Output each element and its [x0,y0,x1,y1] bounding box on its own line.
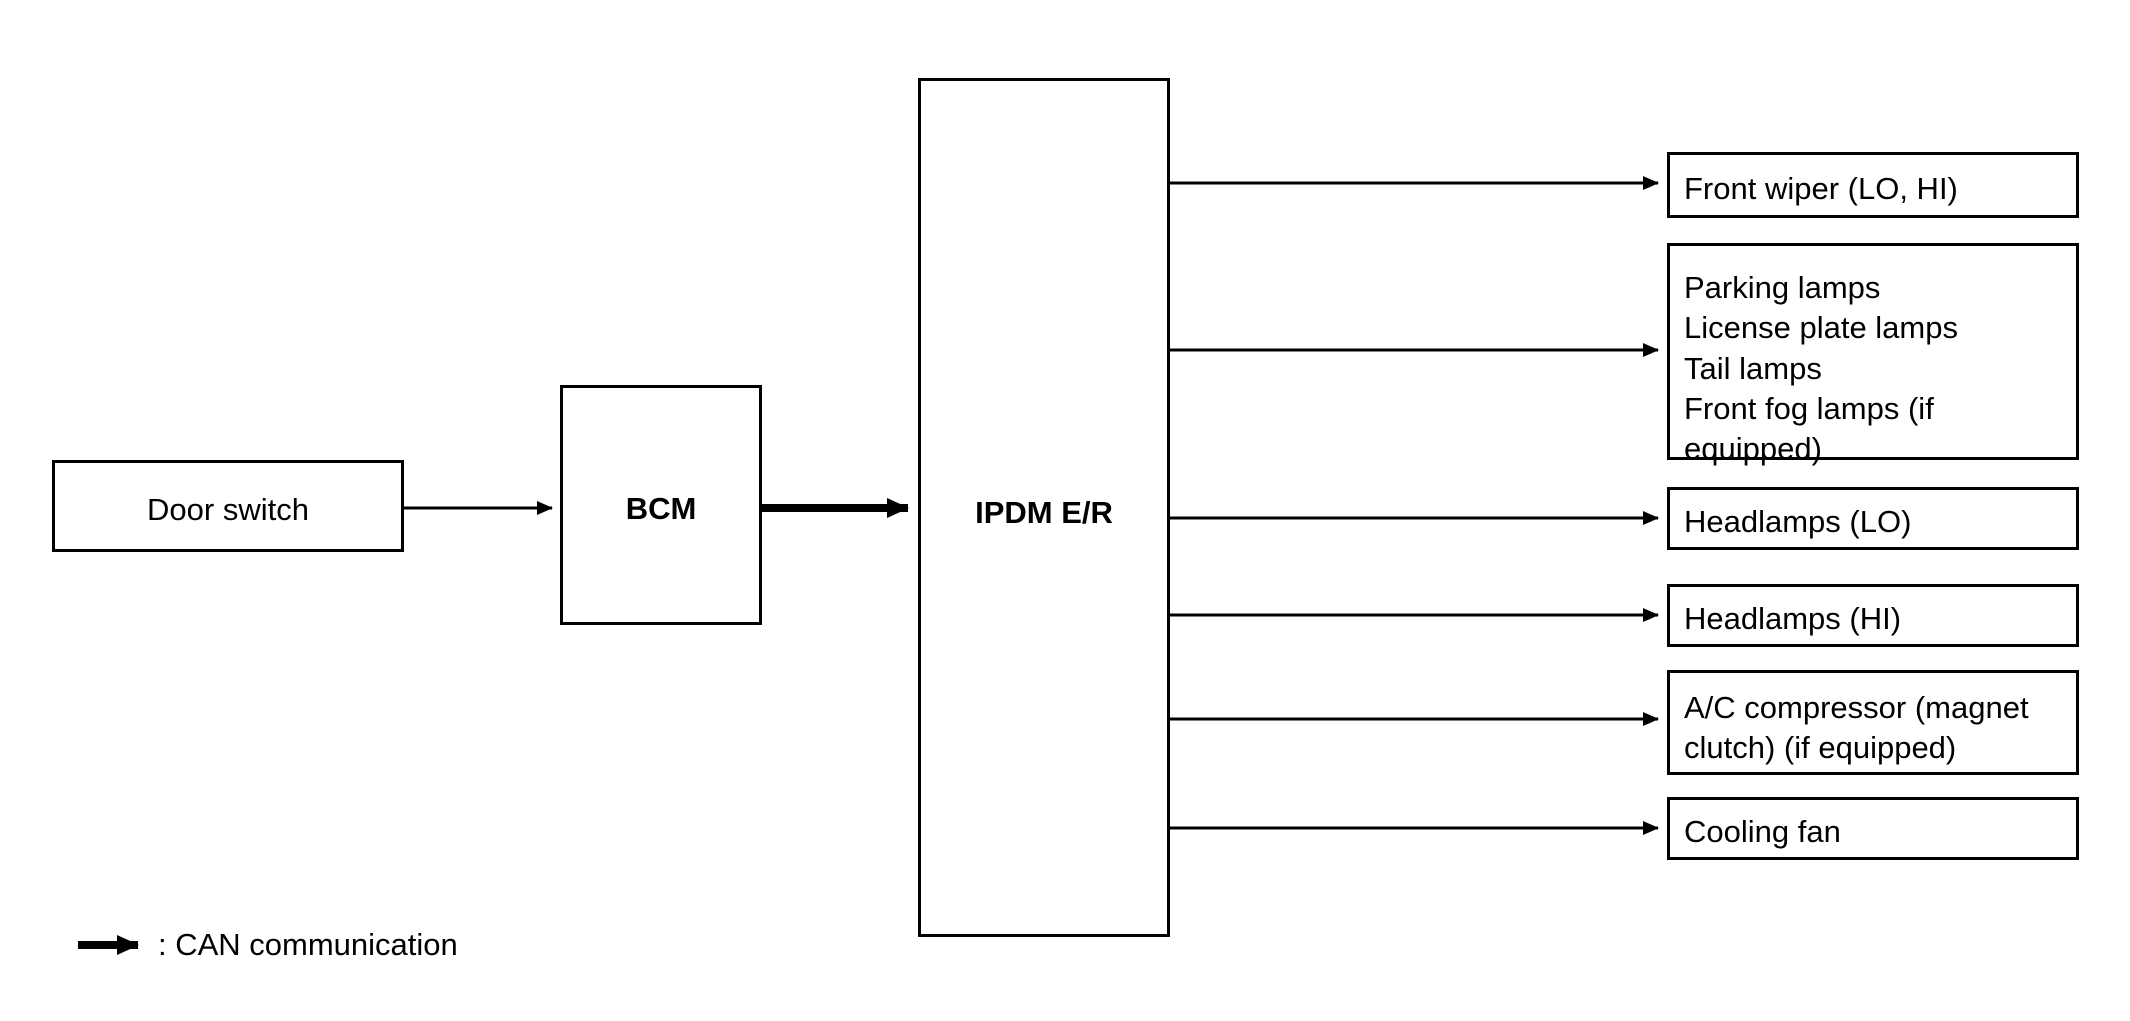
node-cooling-fan-label: Cooling fan [1684,814,1841,849]
node-cooling-fan[interactable]: Cooling fan [1667,797,2079,860]
node-headlamps-hi-label: Headlamps (HI) [1684,601,1902,636]
node-bcm-label: BCM [625,491,697,526]
node-ipdm-er[interactable]: IPDM E/R [918,78,1170,937]
node-door-switch-label: Door switch [147,492,309,527]
node-door-switch[interactable]: Door switch [52,460,404,552]
node-front-wiper-label: Front wiper (LO, HI) [1684,171,1958,206]
node-ipdm-er-label: IPDM E/R [975,495,1113,530]
node-headlamps-lo[interactable]: Headlamps (LO) [1667,487,2079,550]
node-parking-lamps-group[interactable]: Parking lamps License plate lamps Tail l… [1667,243,2079,466]
node-headlamps-lo-label: Headlamps (LO) [1684,504,1912,539]
node-headlamps-hi[interactable]: Headlamps (HI) [1667,584,2079,647]
node-ac-compressor[interactable]: A/C compressor (magnet clutch) (if equip… [1667,670,2079,775]
node-ac-compressor-label: A/C compressor (magnet clutch) (if equip… [1684,690,2029,766]
node-front-wiper[interactable]: Front wiper (LO, HI) [1667,152,2079,218]
node-parking-lamps-group-label: Parking lamps License plate lamps Tail l… [1684,270,1958,467]
node-bcm[interactable]: BCM [560,385,762,625]
legend-label: : CAN communication [158,927,458,962]
